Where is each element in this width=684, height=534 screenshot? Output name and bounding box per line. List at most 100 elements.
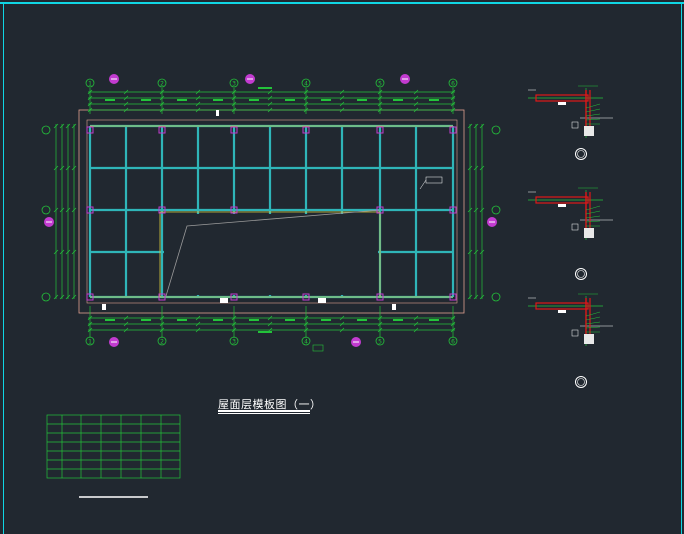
section-label: [558, 102, 566, 105]
dimension-tick: [195, 321, 201, 327]
column-marker: [449, 206, 457, 214]
dimension-text: [105, 99, 115, 101]
dimension-tick: [65, 207, 71, 213]
column-marker: [86, 206, 94, 214]
rebar-callout: [585, 108, 601, 113]
dimension-tick: [467, 249, 473, 255]
dimension-tick: [195, 327, 201, 333]
axis-bubble-5: 5: [375, 78, 385, 88]
dimension-tick: [479, 294, 485, 300]
column-marker: [376, 293, 384, 301]
axis-bubble-label: 5: [378, 339, 382, 346]
axis-bubble-row: [491, 292, 501, 302]
axis-bubble-circle: [301, 78, 311, 88]
dimension-tick: [71, 165, 77, 171]
axis-bubble-circle: [229, 336, 239, 346]
schedule-table: [46, 414, 181, 479]
axis-bubble-circle: [491, 125, 501, 135]
section-detail-2: [528, 187, 613, 280]
dimension-tick: [71, 123, 77, 129]
rebar-beam: [535, 94, 589, 102]
dimension-text: [141, 319, 151, 321]
dimension-tick: [59, 165, 65, 171]
dimension-text: [249, 99, 259, 101]
section-label: [571, 223, 579, 231]
table-border: [46, 414, 181, 479]
axis-bubble-label: 3: [232, 81, 236, 88]
rebar-callout: [585, 118, 601, 121]
drawing-frame-left: [3, 2, 4, 534]
yellow-lines: [90, 125, 453, 298]
dimension-tick: [413, 101, 419, 107]
dimension-tick: [339, 95, 345, 101]
dimension-tick: [59, 249, 65, 255]
column-marker: [230, 126, 238, 134]
axis-bubble-circle: [491, 292, 501, 302]
rebar-callout: [585, 311, 601, 317]
dimension-tick: [123, 89, 129, 95]
dimension-tick: [53, 249, 59, 255]
dimension-text: [393, 319, 403, 321]
axis-bubble-6: 6: [448, 336, 458, 346]
void-area: [164, 214, 378, 295]
dimension-tick: [467, 294, 473, 300]
dimension-tick: [71, 249, 77, 255]
section-marker-circle: [575, 268, 587, 280]
axis-bubble-3: 3: [229, 336, 239, 346]
section-detail-1: [528, 85, 613, 160]
section-detail-3: [528, 293, 613, 388]
dimension-text: [429, 319, 439, 321]
section-label: [558, 310, 566, 313]
dimension-tick: [413, 107, 419, 113]
axis-bubble-label: 2: [160, 339, 164, 346]
dimension-tick: [267, 101, 273, 107]
dimension-tick: [413, 321, 419, 327]
dimension-tick: [53, 207, 59, 213]
dimension-tick: [195, 315, 201, 321]
axis-bubble-label: 6: [451, 339, 455, 346]
axis-bubble-circle: [448, 78, 458, 88]
dimension-tick: [479, 249, 485, 255]
axis-bubble-5: 5: [375, 336, 385, 346]
dimension-tick: [413, 315, 419, 321]
dimension-text: [258, 87, 272, 89]
axis-bubble-circle: [157, 336, 167, 346]
axis-bubble-4: 4: [301, 336, 311, 346]
axis-bubble-row: [491, 205, 501, 215]
dimension-tick: [123, 101, 129, 107]
rebar-callout: [585, 326, 601, 329]
dimension-tick: [479, 123, 485, 129]
dimension-tick: [473, 294, 479, 300]
column-marker: [449, 293, 457, 301]
section-label: [571, 121, 579, 129]
dimension-tick: [65, 123, 71, 129]
axis-bubble-1: 1: [85, 78, 95, 88]
dimension-tick: [65, 249, 71, 255]
dimension-tick: [59, 123, 65, 129]
dimension-tick: [267, 95, 273, 101]
axis-bubble-3: 3: [229, 78, 239, 88]
dimension-tick: [413, 327, 419, 333]
dimension-tick: [123, 327, 129, 333]
dimension-text: [285, 99, 295, 101]
dimension-tick: [339, 107, 345, 113]
dimension-text: [357, 99, 367, 101]
dimension-tick: [71, 294, 77, 300]
dimension-text: [321, 319, 331, 321]
dimension-tick: [65, 165, 71, 171]
dimension-tick: [71, 207, 77, 213]
column-marker: [449, 126, 457, 134]
section-details: [528, 85, 613, 388]
drawing-frame-top: [0, 2, 684, 4]
rebar-callout: [585, 103, 601, 109]
axis-bubble-circle: [85, 78, 95, 88]
dimension-tick: [479, 165, 485, 171]
rebar-callout: [585, 205, 601, 211]
dimension-text: [285, 319, 295, 321]
dimension-tick: [467, 207, 473, 213]
drawing-frame-right: [681, 2, 682, 534]
axis-bubble-2: 2: [157, 78, 167, 88]
dimension-tick: [123, 321, 129, 327]
